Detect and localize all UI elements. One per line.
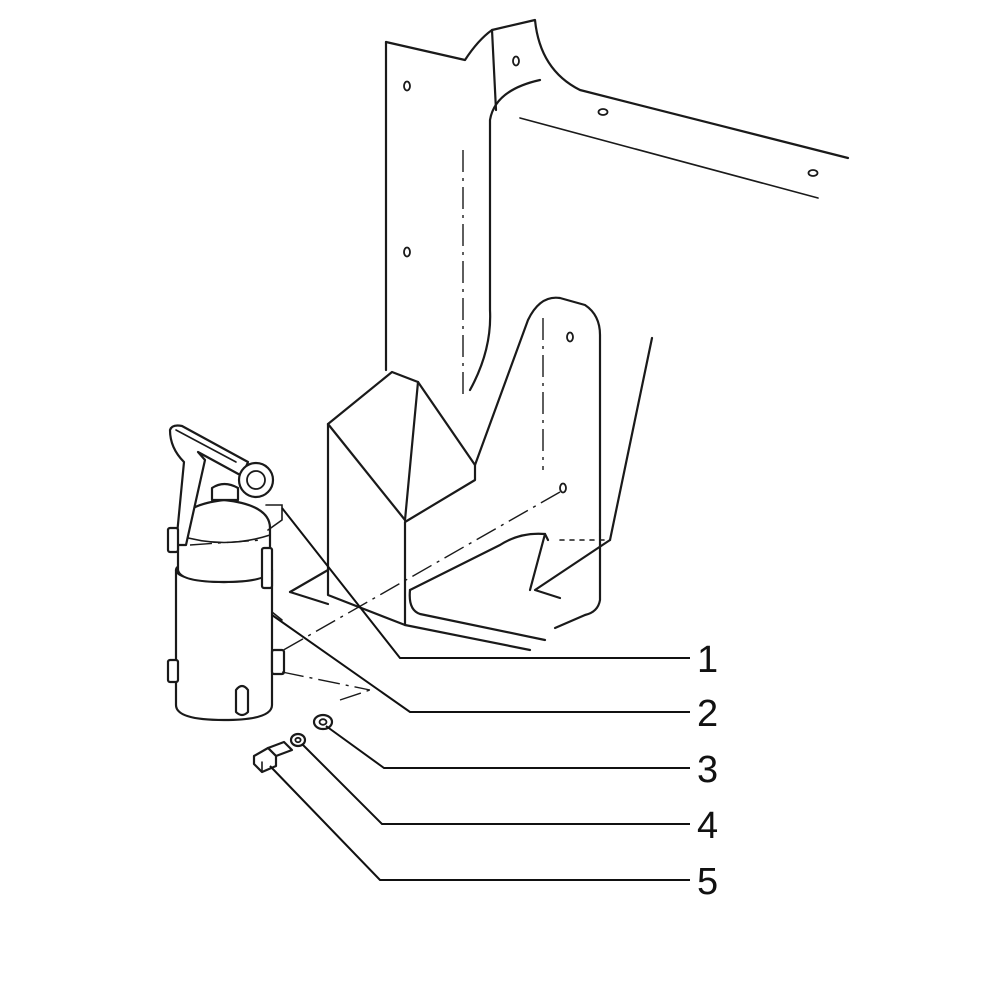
callout-1: 1 <box>697 639 718 681</box>
washer-large <box>312 713 334 731</box>
washer-small <box>289 732 307 748</box>
bolt <box>252 740 294 774</box>
leader-line-1 <box>281 507 690 659</box>
extinguisher-bracket <box>265 504 371 701</box>
leader-line-5 <box>269 765 690 881</box>
callout-4: 4 <box>697 805 718 847</box>
cab-frame-panel <box>384 18 850 395</box>
callout-3: 3 <box>697 749 718 791</box>
leader-line-2 <box>271 614 690 713</box>
leader-lines <box>269 507 690 881</box>
fire-extinguisher <box>166 424 286 722</box>
callout-5: 5 <box>697 861 718 903</box>
callout-labels: 1 2 3 4 5 <box>697 639 718 903</box>
leader-line-4 <box>301 743 690 825</box>
leader-line-3 <box>325 725 690 769</box>
callout-2: 2 <box>697 693 718 735</box>
mounting-bracket <box>279 296 654 653</box>
